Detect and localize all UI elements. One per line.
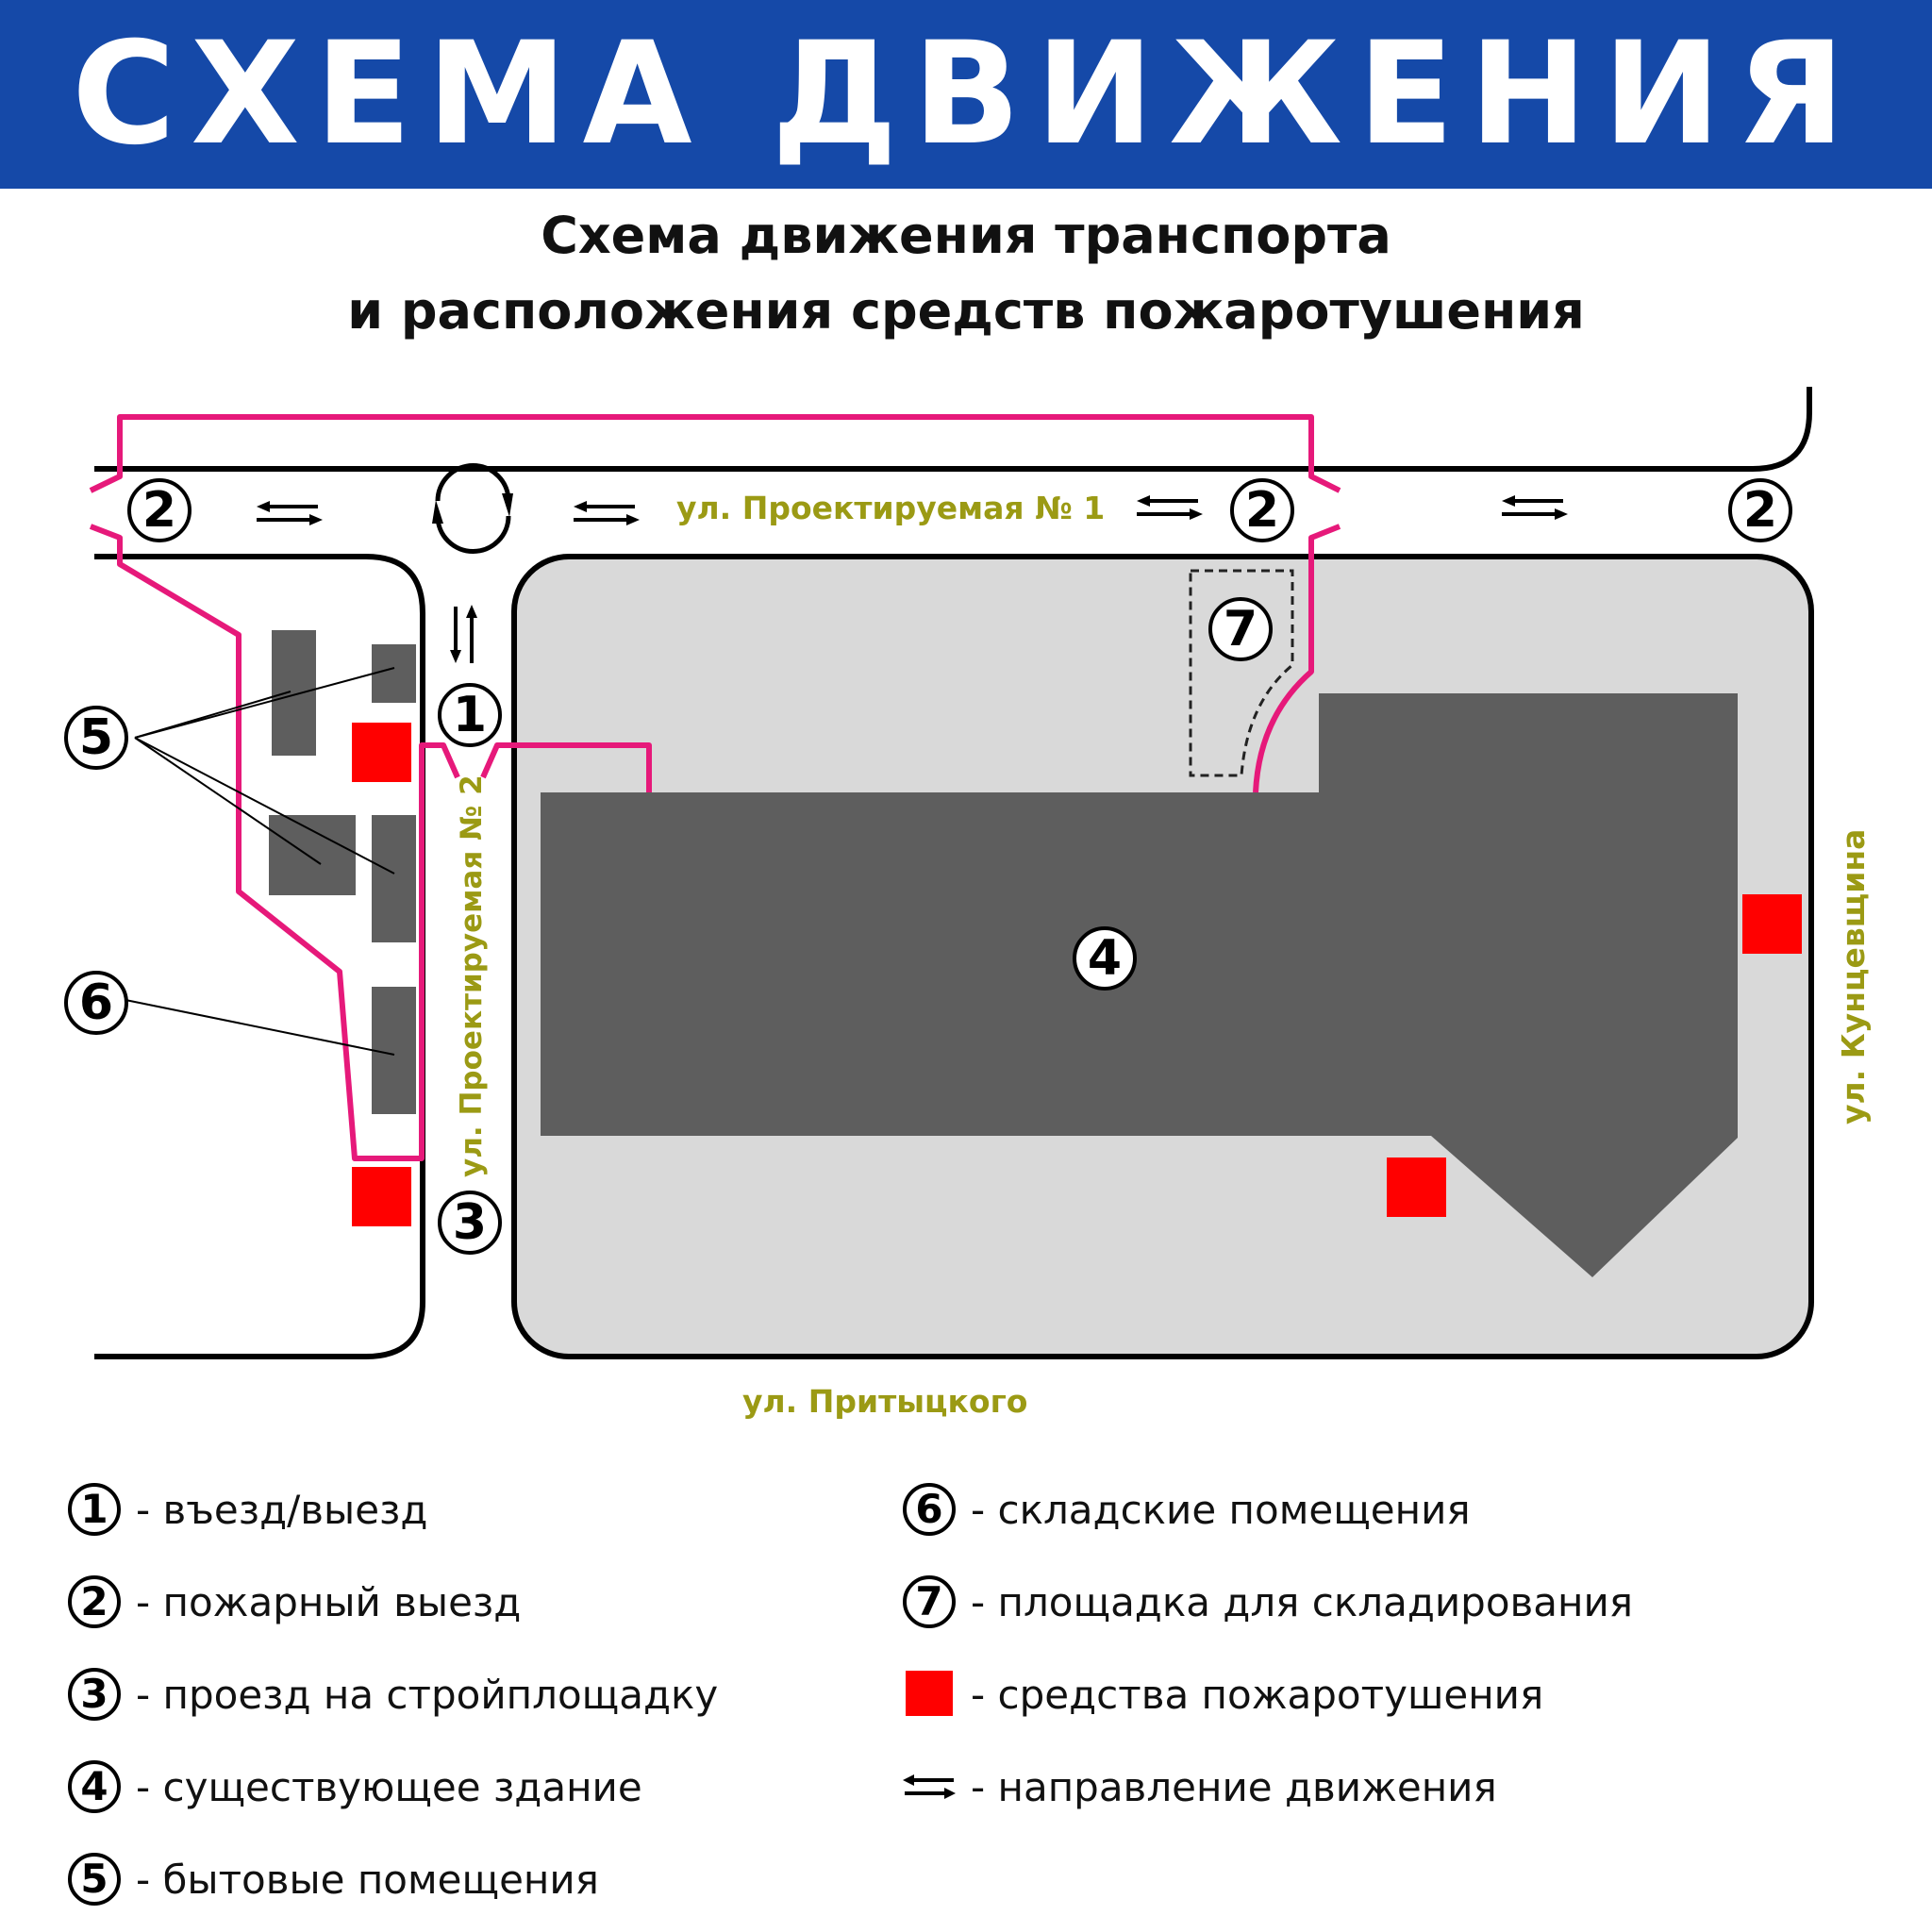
existing-building	[541, 693, 1738, 1277]
marker-building-number: 4	[1088, 930, 1122, 987]
fence-east	[1253, 524, 1341, 793]
header-banner: СХЕМА ДВИЖЕНИЯ	[0, 0, 1932, 189]
fire-equipment	[1387, 1158, 1446, 1217]
fire-equipment-square-icon	[901, 1666, 958, 1723]
marker-building: 4	[1073, 926, 1137, 991]
fence-west	[89, 524, 460, 1161]
legend-label: - направление движения	[971, 1763, 1497, 1810]
legend-item-entry: 1 - въезд/выезд	[66, 1481, 427, 1538]
legend-item-building: 4 - существующее здание	[66, 1758, 642, 1815]
svg-text:2: 2	[80, 1578, 108, 1624]
domestic-room	[372, 644, 416, 703]
marker-storage-area: 7	[1208, 597, 1273, 661]
marker-domestic: 5	[64, 706, 128, 770]
marker-entry: 1	[438, 683, 502, 747]
marker-fire-exit: 2	[1728, 478, 1792, 542]
legend-item-storage: 6 - складские помещения	[901, 1481, 1471, 1538]
legend-marker: 4	[66, 1758, 123, 1815]
storage-room	[372, 987, 416, 1114]
two-way-arrows-icon	[450, 605, 477, 663]
two-way-arrows-icon	[255, 499, 325, 527]
svg-text:3: 3	[80, 1671, 108, 1717]
legend-label: - бытовые помещения	[136, 1856, 599, 1903]
legend-item-direction: - направление движения	[901, 1758, 1497, 1815]
street-label-east: ул. Кунцевщина	[1835, 829, 1872, 1124]
marker-fire-exit-number: 2	[142, 482, 176, 539]
two-way-arrows-icon	[1135, 493, 1205, 522]
leader-lines	[125, 667, 395, 1056]
marker-fire-exit: 2	[127, 478, 192, 542]
marker-domestic-number: 5	[79, 709, 113, 766]
marker-site-passage: 3	[438, 1191, 502, 1255]
svg-text:4: 4	[80, 1763, 108, 1809]
legend-marker: 1	[66, 1481, 123, 1538]
legend-marker: 6	[901, 1481, 958, 1538]
legend-marker: 2	[66, 1574, 123, 1630]
marker-storage-area-number: 7	[1224, 601, 1257, 658]
fire-equipment	[352, 1167, 411, 1226]
legend-label: - проезд на стройплощадку	[136, 1671, 719, 1718]
subtitle-line-2: и расположения средств пожаротушения	[347, 281, 1585, 341]
legend-label: - въезд/выезд	[136, 1486, 428, 1533]
legend-item-fire-equipment: - средства пожаротушения	[901, 1666, 1543, 1723]
legend-item-storage-area: 7 - площадка для складирования	[901, 1574, 1633, 1630]
marker-storage: 6	[64, 971, 128, 1035]
two-way-arrows-icon	[901, 1758, 958, 1815]
subtitle-line-1: Схема движения транспорта	[541, 206, 1391, 265]
roundabout-icon	[432, 463, 513, 554]
two-way-arrows-icon	[1500, 493, 1570, 522]
legend-label: - пожарный выезд	[136, 1578, 522, 1625]
page-title: СХЕМА ДВИЖЕНИЯ	[72, 12, 1860, 176]
storage-area-zone	[1189, 569, 1294, 777]
svg-text:6: 6	[915, 1486, 942, 1532]
legend-label: - площадка для складирования	[971, 1578, 1634, 1625]
domestic-room	[269, 815, 356, 895]
legend-marker: 7	[901, 1574, 958, 1630]
street-label-west: ул. Проектируемая № 2	[455, 774, 489, 1177]
street-label-south: ул. Притыцкого	[742, 1383, 1027, 1420]
legend-label: - средства пожаротушения	[971, 1671, 1544, 1718]
domestic-room	[272, 630, 316, 756]
legend-marker: 5	[66, 1851, 123, 1907]
fire-equipment	[352, 723, 411, 782]
legend-item-site-passage: 3 - проезд на стройплощадку	[66, 1666, 718, 1723]
marker-site-passage-number: 3	[453, 1194, 487, 1251]
street-label-north: ул. Проектируемая № 1	[676, 490, 1105, 526]
legend-item-domestic: 5 - бытовые помещения	[66, 1851, 599, 1907]
two-way-arrows-icon	[572, 499, 641, 527]
legend-marker: 3	[66, 1666, 123, 1723]
fire-equipment	[1742, 894, 1802, 954]
legend-label: - существующее здание	[136, 1763, 642, 1810]
domestic-room	[372, 815, 416, 942]
subtitle: Схема движения транспорта и расположения…	[0, 198, 1932, 349]
legend-label: - складские помещения	[971, 1486, 1471, 1533]
marker-fire-exit: 2	[1230, 478, 1294, 542]
marker-fire-exit-number: 2	[1245, 482, 1279, 539]
road-north-top-edge	[94, 387, 1812, 472]
svg-text:7: 7	[915, 1578, 942, 1624]
svg-text:1: 1	[80, 1486, 108, 1532]
marker-entry-number: 1	[453, 687, 487, 743]
legend-item-fire-exit: 2 - пожарный выезд	[66, 1574, 521, 1630]
fence-site	[480, 742, 652, 792]
marker-storage-number: 6	[79, 974, 113, 1031]
marker-fire-exit-number: 2	[1743, 482, 1777, 539]
fence-north	[89, 414, 1341, 493]
traffic-scheme-map: 2 2 2 7 1 5 6 3 4 ул. Проектируемая № 1 …	[64, 387, 1872, 1420]
svg-text:5: 5	[80, 1856, 108, 1902]
